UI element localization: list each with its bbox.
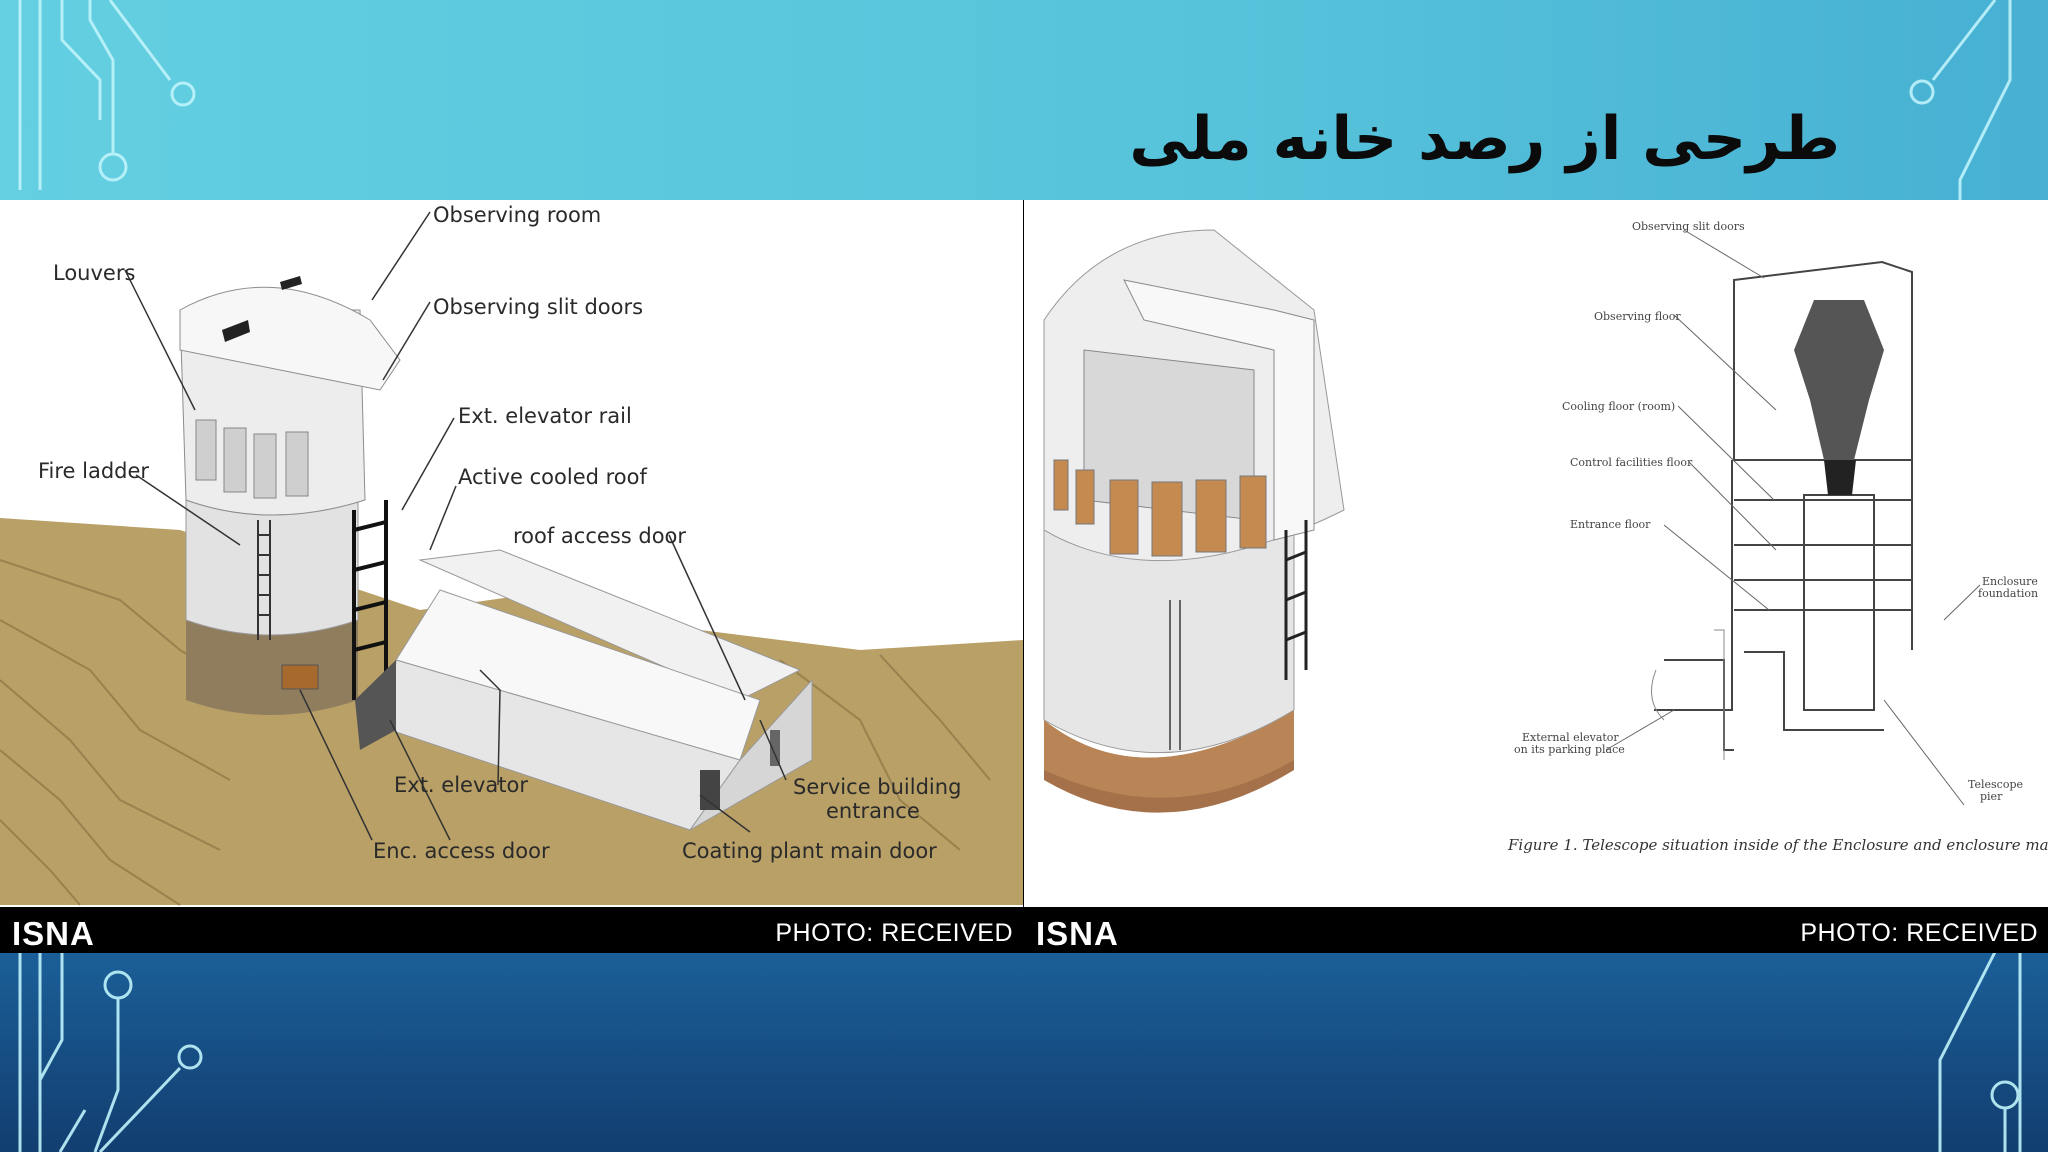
photo-credit: PHOTO: RECEIVED <box>775 919 1013 947</box>
diagram-label-entrance-floor: Entrance floor <box>1570 518 1651 531</box>
diagram-label-observing-floor: Observing floor <box>1594 310 1681 323</box>
observatory-3d-render: Observing room Louvers Observing slit do… <box>0 200 1023 953</box>
left-photo-panel: Observing room Louvers Observing slit do… <box>0 200 1023 953</box>
isna-logo: ISNA <box>12 915 95 952</box>
footer-background <box>0 952 2048 1152</box>
isna-logo: ISNA <box>1036 915 1119 952</box>
label-ext-elevator-rail: Ext. elevator rail <box>458 404 632 428</box>
photo-strip: Observing room Louvers Observing slit do… <box>0 200 2048 953</box>
label-roof-access-door: roof access door <box>513 524 686 548</box>
header-background <box>0 0 2048 200</box>
left-caption-bar: ISNA PHOTO: RECEIVED <box>0 907 1023 953</box>
diagram-label-external-elevator-1: External elevator <box>1522 731 1619 744</box>
diagram-label-enclosure-foundation-2: foundation <box>1978 587 2038 600</box>
label-observing-room: Observing room <box>433 203 601 227</box>
label-service-building-1: Service building <box>793 775 961 799</box>
label-fire-ladder: Fire ladder <box>38 459 149 483</box>
label-service-building-2: entrance <box>826 799 920 823</box>
diagram-label-cooling-floor: Cooling floor (room) <box>1562 400 1675 413</box>
label-ext-elevator: Ext. elevator <box>394 773 528 797</box>
enclosure-diagram: Observing slit doors Observing floor Coo… <box>1024 200 2048 953</box>
label-enc-access-door: Enc. access door <box>373 839 550 863</box>
slide-title: طرحی از رصد خانه ملی <box>1129 104 1840 174</box>
label-coating-plant-main-door: Coating plant main door <box>682 839 937 863</box>
label-observing-slit-doors: Observing slit doors <box>433 295 643 319</box>
right-caption-bar: ISNA PHOTO: RECEIVED <box>1024 907 2048 953</box>
figure-caption: Figure 1. Telescope situation inside of … <box>1507 836 2048 854</box>
label-louvers: Louvers <box>53 261 135 285</box>
diagram-label-observing-slit-doors: Observing slit doors <box>1632 220 1745 233</box>
diagram-label-enclosure-foundation-1: Enclosure <box>1982 575 2038 588</box>
diagram-label-telescope-pier-2: pier <box>1980 790 2003 803</box>
label-active-cooled-roof: Active cooled roof <box>458 465 648 489</box>
diagram-label-control-facilities-floor: Control facilities floor <box>1570 456 1693 469</box>
right-photo-panel: Observing slit doors Observing floor Coo… <box>1024 200 2048 953</box>
diagram-label-external-elevator-2: on its parking place <box>1514 743 1625 756</box>
diagram-label-telescope-pier-1: Telescope <box>1968 778 2023 791</box>
photo-credit: PHOTO: RECEIVED <box>1800 919 2038 947</box>
